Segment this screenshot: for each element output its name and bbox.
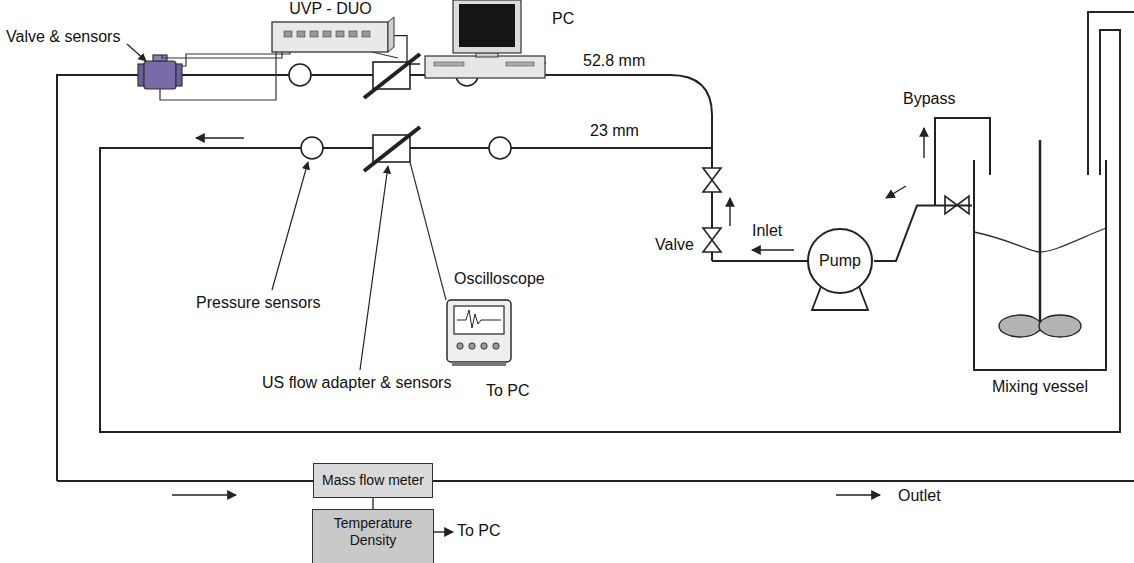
- pipe-52mm: [57, 75, 712, 481]
- flow-arrow: [196, 137, 244, 138]
- flow-arrow: [729, 198, 730, 226]
- node-text: Pump: [806, 252, 874, 270]
- part-label: Outlet: [898, 487, 941, 505]
- flow-arrow: [752, 249, 794, 250]
- flow-arrow: [836, 494, 880, 495]
- pump-inlet-pipe: [712, 260, 808, 262]
- instrument-unit: UVP - DUO: [268, 0, 393, 54]
- node-text: Oscilloscope: [454, 270, 545, 288]
- signal-wire: [162, 52, 282, 58]
- oscilloscope-knob: [457, 343, 463, 349]
- oscilloscope-knob: [481, 343, 487, 349]
- node-text: Temperature Density: [313, 515, 433, 549]
- leader-line: [272, 162, 308, 290]
- front-panel-port: [349, 31, 357, 37]
- computer: PC: [420, 0, 580, 80]
- flow-arrow: [886, 186, 906, 198]
- flow-arrow: [923, 128, 924, 158]
- leader-line: [360, 166, 388, 370]
- front-panel-port: [336, 31, 344, 37]
- valve-symbol: [703, 168, 721, 192]
- part-label: Valve: [655, 236, 694, 254]
- part-label: Bypass: [903, 90, 955, 108]
- leader-line: [127, 44, 146, 61]
- us-transducer: [364, 127, 420, 171]
- node-text: PC: [552, 10, 574, 28]
- pump: Pump: [806, 228, 874, 312]
- part-label: US flow adapter & sensors: [262, 374, 451, 392]
- pc-drive: [506, 62, 534, 66]
- signal-cable: [372, 498, 373, 509]
- oscilloscope-knob: [493, 343, 499, 349]
- measurement-valve: [176, 64, 182, 86]
- front-panel-port: [310, 31, 318, 37]
- us-transducer: [364, 54, 420, 98]
- part-label: Pressure sensors: [196, 294, 321, 312]
- part-label: Inlet: [752, 222, 782, 240]
- outlet-pipe: [57, 480, 1134, 482]
- node-text: Mass flow meter: [322, 472, 424, 489]
- return-pipe: [1088, 12, 1134, 175]
- pc-drive: [434, 62, 464, 66]
- pump-outline: [806, 228, 874, 312]
- dimension-label: 52.8 mm: [583, 52, 645, 70]
- oscilloscope-screen: [454, 306, 504, 334]
- front-panel-port: [284, 31, 292, 37]
- signal-label: To PC: [457, 522, 501, 540]
- mass-flow-meter: Mass flow meter: [313, 463, 433, 498]
- signal-wire: [160, 52, 276, 100]
- front-panel-port: [362, 31, 370, 37]
- waveform: [457, 310, 501, 328]
- node-text: To PC: [486, 382, 530, 400]
- temperature-density-unit: Temperature Density: [312, 509, 434, 563]
- pressure-sensor: [289, 64, 311, 86]
- valve-symbol: [703, 228, 721, 252]
- measurement-valve: [144, 61, 176, 89]
- signal-wire: [410, 162, 446, 300]
- measurement-valve: [138, 64, 144, 86]
- pressure-sensor: [489, 137, 511, 159]
- pipe-23mm: [100, 30, 1120, 432]
- front-panel-port: [297, 31, 305, 37]
- signal-wire: [372, 52, 398, 58]
- stirrer-shaft: [1039, 140, 1042, 326]
- oscilloscope: Oscilloscope To PC: [446, 270, 576, 404]
- node-text: UVP - DUO: [268, 0, 393, 18]
- flow-arrow: [172, 494, 236, 495]
- mixing-vessel: Mixing vessel: [972, 140, 1108, 402]
- suction-pipe: [874, 206, 972, 262]
- signal-cable: [393, 36, 420, 64]
- monitor-screen: [459, 4, 515, 47]
- impeller-blade: [999, 315, 1041, 337]
- oscilloscope-foot: [452, 362, 506, 366]
- vessel-wall: [974, 160, 1106, 370]
- bypass-pipe: [935, 118, 990, 205]
- node-text: Mixing vessel: [962, 378, 1118, 396]
- pressure-sensor: [301, 137, 323, 159]
- monitor: [453, 0, 521, 53]
- impeller-blade: [1039, 315, 1081, 337]
- oscilloscope-knob: [469, 343, 475, 349]
- signal-wire: [182, 52, 290, 66]
- instrument-side: [388, 17, 394, 52]
- part-label: Valve & sensors: [6, 28, 120, 46]
- signal-arrow: [432, 531, 453, 532]
- pc-base: [425, 56, 545, 78]
- front-panel-port: [323, 31, 331, 37]
- dimension-label: 23 mm: [590, 122, 639, 140]
- mixing-vessel-outline: [972, 140, 1108, 402]
- instrument-box: [272, 22, 388, 52]
- oscilloscope-body: [447, 300, 511, 362]
